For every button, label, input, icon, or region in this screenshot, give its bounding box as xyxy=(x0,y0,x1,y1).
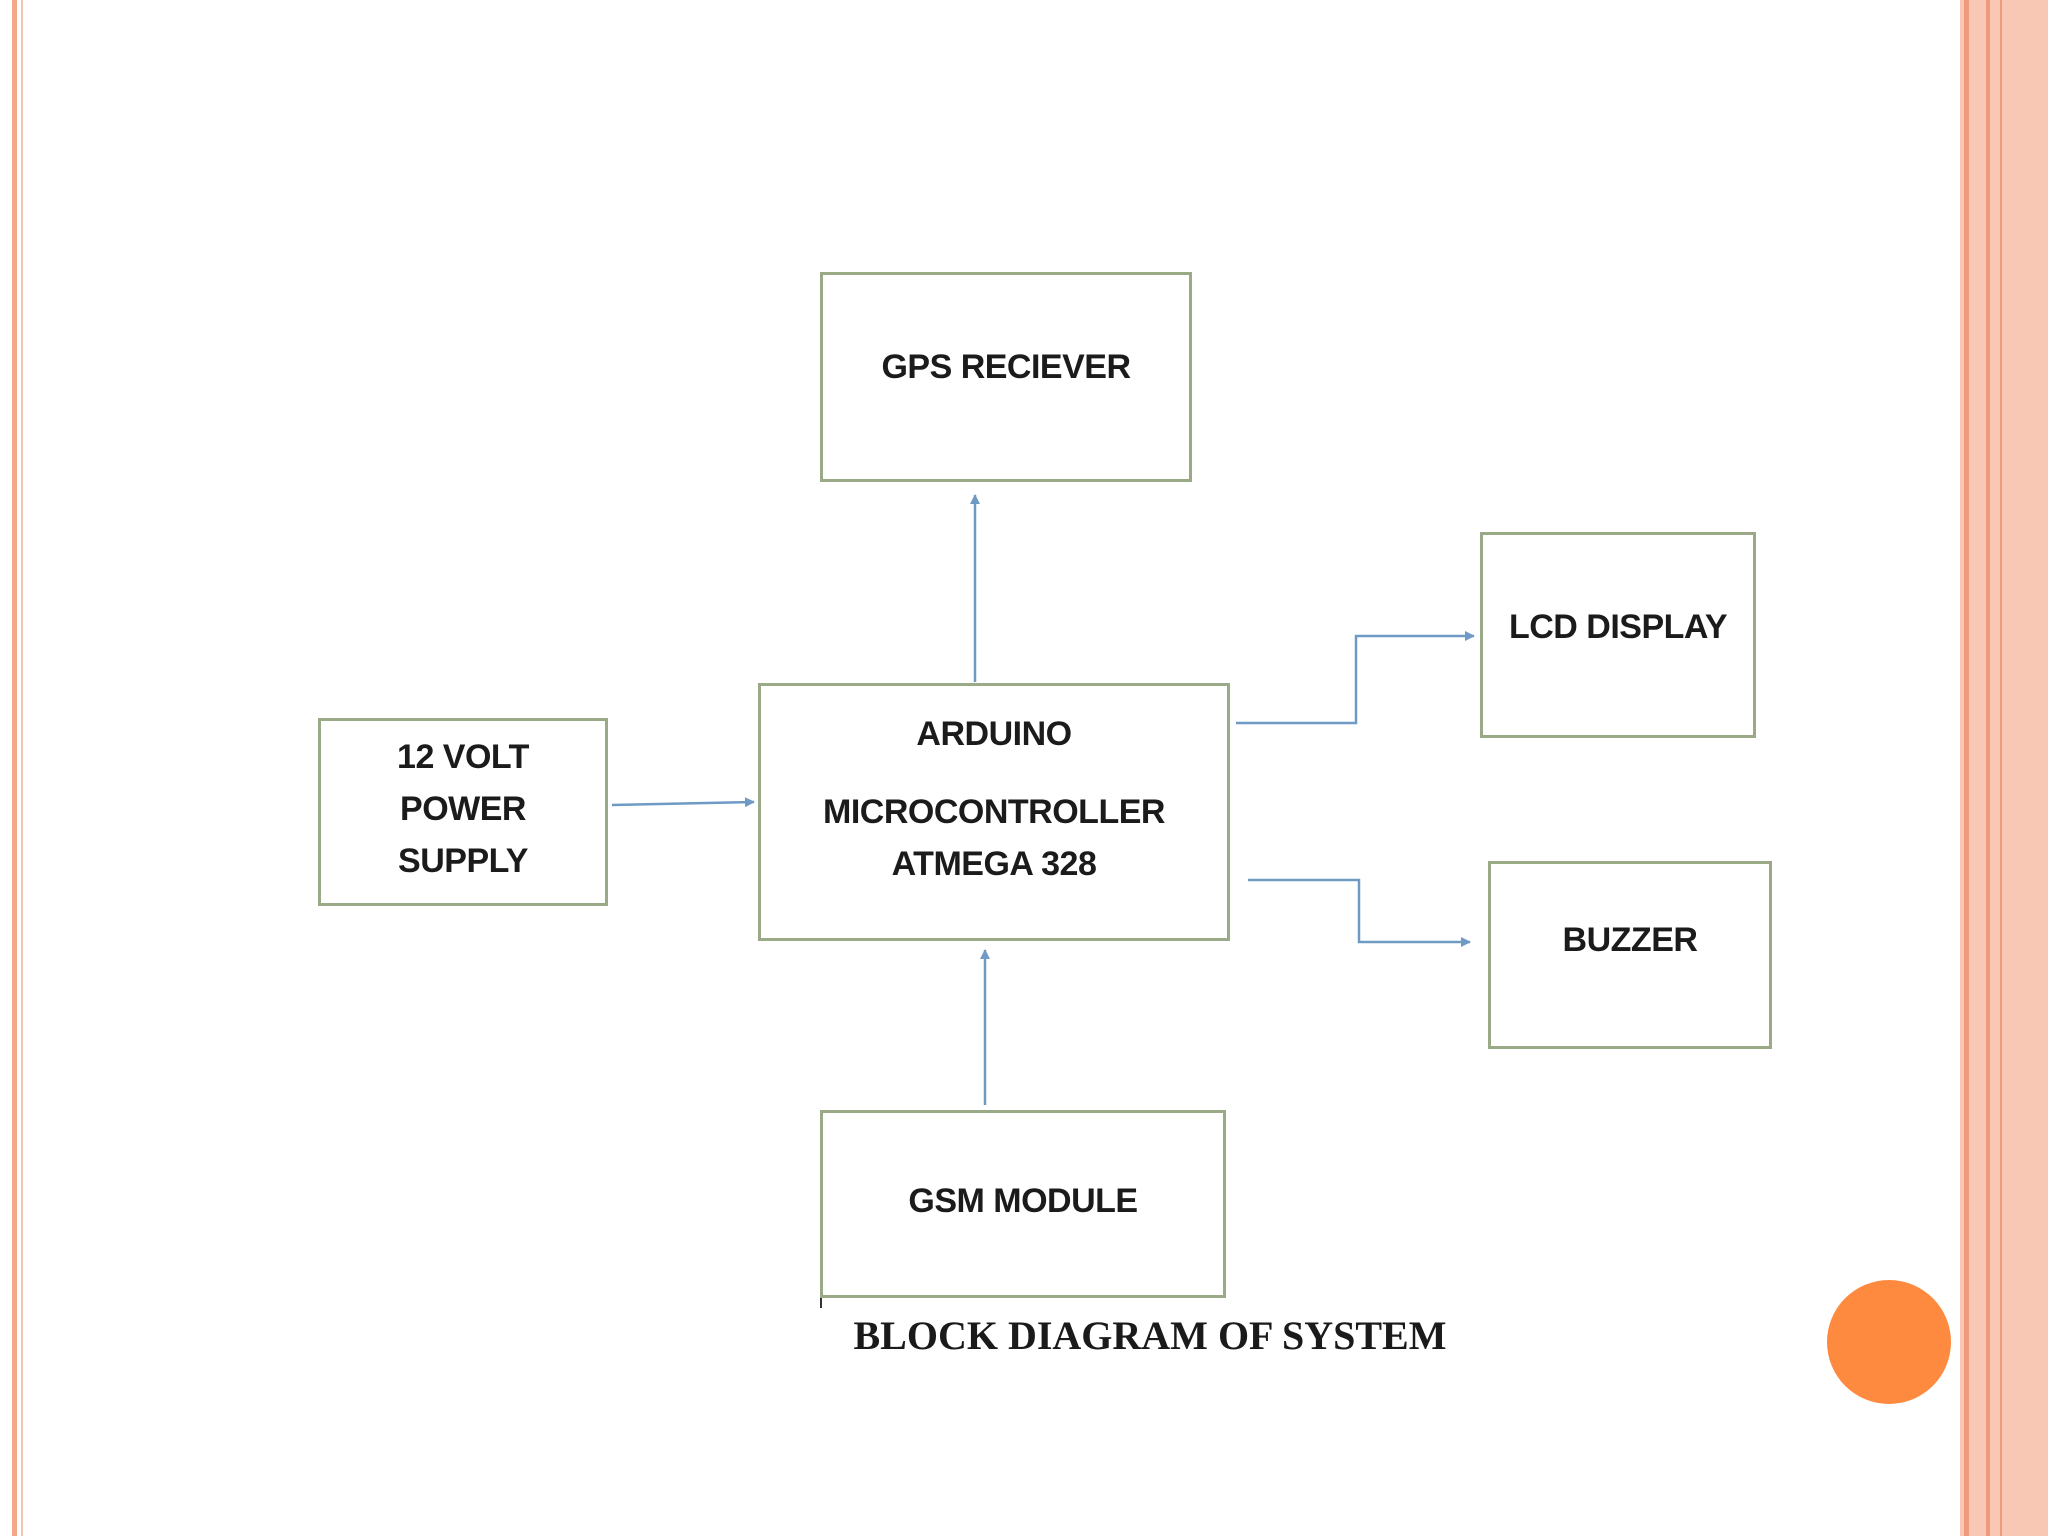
power-supply-label-line-3: SUPPLY xyxy=(398,842,528,880)
gsm-module-block: GSM MODULE xyxy=(820,1110,1226,1298)
gps-receiver-label: GPS RECIEVER xyxy=(881,348,1131,386)
buzzer-label: BUZZER xyxy=(1562,921,1698,959)
arduino-label-line-3: ATMEGA 328 xyxy=(891,845,1097,883)
orange-circle-decoration xyxy=(1827,1280,1951,1404)
gps-receiver-block: GPS RECIEVER xyxy=(820,272,1192,482)
arrow-power-to-arduino xyxy=(611,797,755,808)
lcd-display-label: LCD DISPLAY xyxy=(1508,608,1728,646)
lcd-display-block: LCD DISPLAY xyxy=(1480,532,1756,738)
left-border-stripe xyxy=(12,0,17,1536)
arduino-block: ARDUINO MICROCONTROLLER ATMEGA 328 xyxy=(758,683,1230,941)
arduino-label-line-2: MICROCONTROLLER xyxy=(823,793,1165,831)
buzzer-block: BUZZER xyxy=(1488,861,1772,1049)
gsm-module-label: GSM MODULE xyxy=(908,1182,1138,1220)
diagram-caption: BLOCK DIAGRAM OF SYSTEM xyxy=(853,1313,1447,1358)
left-border-thin-stripe xyxy=(21,0,23,1536)
arduino-label-line-1: ARDUINO xyxy=(916,715,1072,753)
power-supply-block: 12 VOLT POWER SUPPLY xyxy=(318,718,608,906)
arrow-arduino-to-lcd xyxy=(1236,631,1475,725)
power-supply-label-line-2: POWER xyxy=(400,790,526,828)
right-decorative-band xyxy=(1960,0,2048,1536)
arrow-arduino-to-buzzer xyxy=(1248,878,1471,947)
power-supply-label-line-1: 12 VOLT xyxy=(397,738,529,776)
